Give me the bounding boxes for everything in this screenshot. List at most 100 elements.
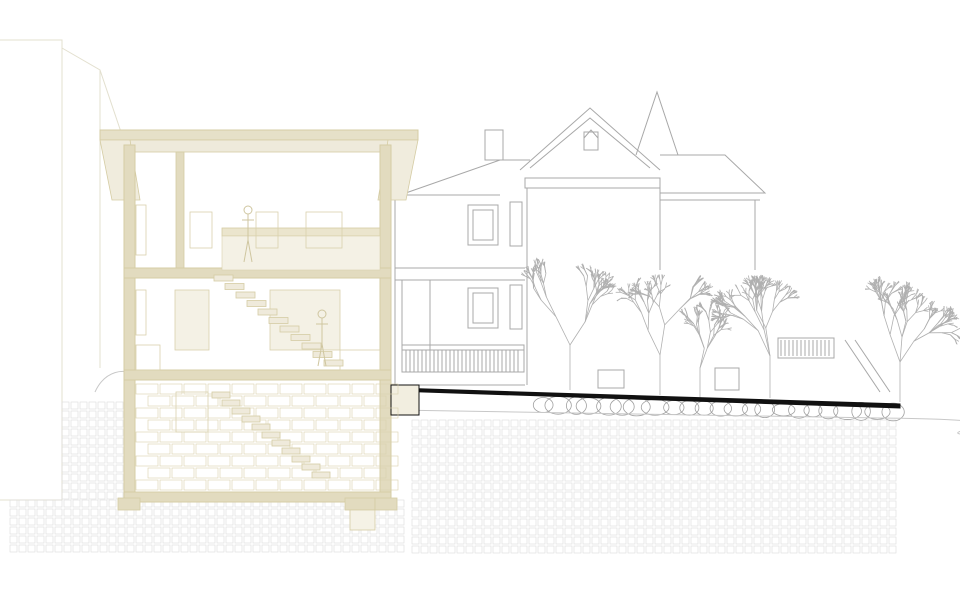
tree-branch (951, 329, 957, 333)
paving-tile (591, 437, 600, 446)
paving-tile (816, 518, 825, 527)
tree-branch (754, 282, 757, 289)
tree-branch (742, 288, 747, 294)
tree-branch (719, 299, 726, 306)
paving-tile (888, 518, 897, 527)
paving-tile (879, 464, 888, 473)
paving-tile (690, 500, 699, 509)
paving-tile (79, 437, 88, 446)
tree-branch (756, 287, 761, 299)
tree-branch (602, 273, 607, 277)
paving-tile (807, 437, 816, 446)
masonry-block (351, 383, 375, 395)
paving-tile (609, 419, 618, 428)
paving-tile (744, 518, 753, 527)
paving-tile (81, 544, 90, 553)
paving-tile (492, 518, 501, 527)
paving-tile (324, 517, 333, 526)
paving-tile (618, 428, 627, 437)
tree-branch (698, 285, 703, 292)
tree-branch (934, 308, 937, 314)
paving-tile (699, 464, 708, 473)
masonry-block (375, 431, 399, 443)
paving-tile (324, 544, 333, 553)
paving-tile (501, 518, 510, 527)
paving-tile (90, 517, 99, 526)
paving-tile (735, 473, 744, 482)
paving-tile (762, 437, 771, 446)
paving-tile (18, 544, 27, 553)
paving-tile (726, 446, 735, 455)
paving-tile (663, 428, 672, 437)
paving-tile (420, 545, 429, 554)
tree-branch (532, 271, 534, 279)
paving-tile (582, 491, 591, 500)
paving-tile (411, 500, 420, 509)
tree-branch (627, 291, 634, 294)
tree-branch (526, 267, 530, 273)
paving-tile (492, 446, 501, 455)
tree-branch (643, 288, 649, 291)
paving-tile (816, 482, 825, 491)
paving-tile (672, 482, 681, 491)
paving-tile (771, 518, 780, 527)
paving-tile (627, 464, 636, 473)
paving-tile (870, 437, 879, 446)
paving-tile (834, 464, 843, 473)
tree-branch (665, 285, 671, 288)
paving-tile (411, 455, 420, 464)
paving-tile (180, 544, 189, 553)
tree-branch (618, 288, 623, 292)
paving-tile (537, 509, 546, 518)
paving-tile (762, 536, 771, 545)
paving-tile (70, 491, 79, 500)
paving-tile (88, 446, 97, 455)
paving-tile (420, 446, 429, 455)
masonry-block (327, 479, 351, 491)
masonry-block (207, 431, 231, 443)
tree-branch (763, 330, 771, 357)
paving-tile (492, 536, 501, 545)
tree-branch (886, 293, 888, 298)
paving-tile (582, 428, 591, 437)
paving-tile (735, 464, 744, 473)
paving-tile (189, 526, 198, 535)
paving-tile (420, 419, 429, 428)
tree-branch (710, 301, 717, 303)
paving-tile (420, 509, 429, 518)
paving-tile (681, 464, 690, 473)
paving-tile (861, 473, 870, 482)
masonry-block (315, 395, 339, 407)
shrub (544, 396, 572, 415)
paving-tile (852, 482, 861, 491)
paving-tile (762, 464, 771, 473)
paving-tile (45, 526, 54, 535)
paving-tile (726, 455, 735, 464)
tree-branch (587, 288, 595, 301)
paving-tile (492, 437, 501, 446)
tree-branch (754, 288, 758, 299)
paving-tile (645, 446, 654, 455)
paving-tile (627, 482, 636, 491)
tree-branch (653, 283, 659, 288)
paving-tile (600, 437, 609, 446)
tree-branch (774, 290, 777, 300)
paving-tile (726, 509, 735, 518)
paving-tile (537, 536, 546, 545)
paving-tile (672, 509, 681, 518)
stair-tread (290, 334, 311, 341)
tree-branch (873, 278, 876, 285)
paving-tile (717, 437, 726, 446)
tree-branch (665, 282, 667, 288)
tree-branch (593, 279, 599, 289)
figure-upper-floor (242, 205, 254, 263)
paving-tile (852, 455, 861, 464)
paving-tile (447, 473, 456, 482)
tree-branch (928, 322, 939, 334)
paving-tile (483, 482, 492, 491)
paving-tile (888, 464, 897, 473)
paving-tile (117, 526, 126, 535)
tree-branch (904, 284, 906, 290)
paving-tile (546, 545, 555, 554)
paving-tile (447, 509, 456, 518)
